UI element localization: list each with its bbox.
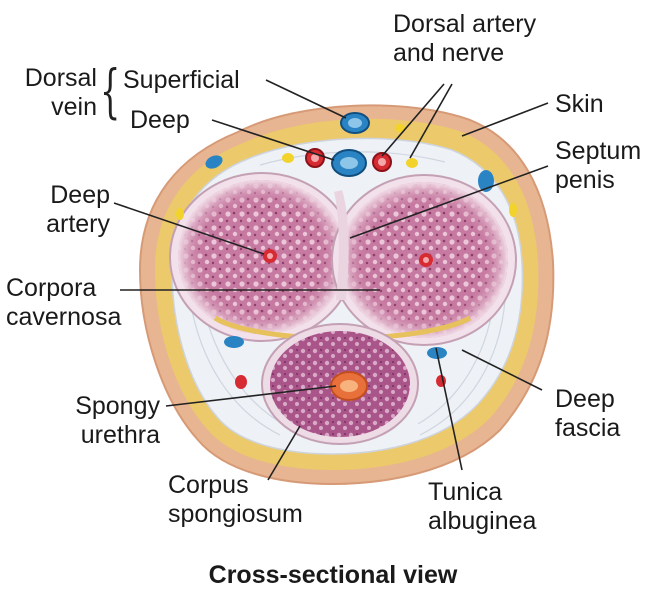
label-superficial: Superficial	[123, 66, 240, 94]
spongy-urethra	[330, 371, 368, 401]
label-deep-dorsal-vein: Deep	[130, 106, 190, 134]
corpora-cavernosa	[169, 172, 517, 346]
brace-icon: {	[100, 57, 121, 125]
leader-lines	[113, 79, 549, 481]
septum-penis	[334, 190, 349, 300]
deep-arteries	[263, 249, 433, 267]
figure-caption: Cross-sectional view	[208, 561, 458, 589]
dorsal-vessels	[176, 112, 517, 389]
label-skin: Skin	[555, 90, 604, 118]
